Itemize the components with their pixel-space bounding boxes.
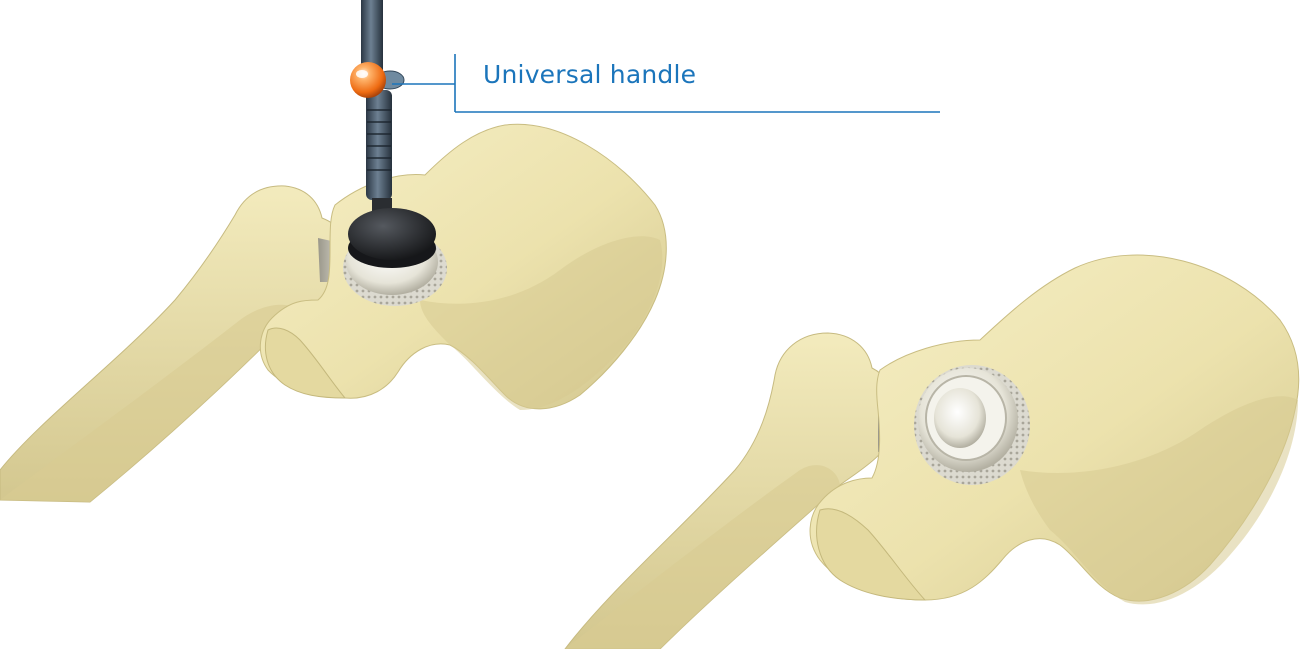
handle-grip xyxy=(366,90,392,200)
impactor-head-top xyxy=(348,208,436,260)
scene-implanted xyxy=(565,255,1299,649)
femur-right-shadow xyxy=(565,465,840,649)
femoral-head-right xyxy=(934,388,986,448)
tracking-marker xyxy=(350,62,386,98)
crop-mask xyxy=(0,503,90,649)
tracking-marker-highlight xyxy=(356,70,368,78)
universal-handle-label: Universal handle xyxy=(483,60,696,89)
